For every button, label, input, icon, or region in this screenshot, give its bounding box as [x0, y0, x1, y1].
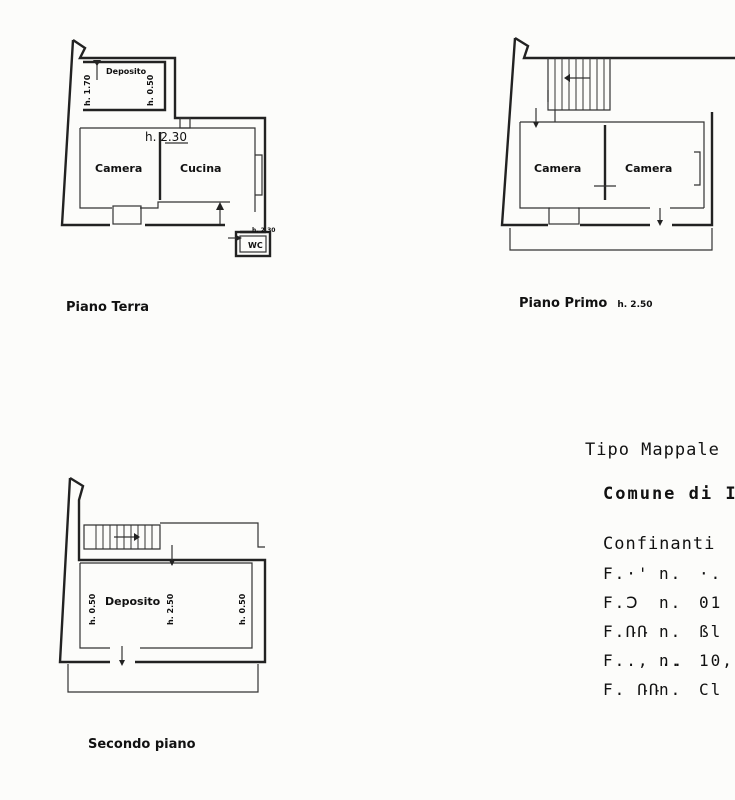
ground-floor-plan: Deposito h. 1.70 h. 0.50 h. 2.30 Camera …: [60, 39, 275, 258]
first-floor-title: Piano Primo h. 2.50: [519, 296, 653, 311]
parcel-n: n.: [659, 564, 683, 583]
parcel-f: F.., ..: [603, 651, 685, 670]
parcel-f: F.·': [603, 564, 650, 583]
parcel-value: ·.: [699, 564, 723, 583]
second-floor-plan: Deposito h. 0.50 h. 2.50 h. 0.50: [58, 476, 267, 693]
ground-cucina-label: Cucina: [180, 162, 221, 175]
ground-main-height: h. 2.30: [145, 130, 187, 144]
first-floor-height: h. 2.50: [617, 300, 653, 310]
parcel-n: n.: [659, 622, 683, 641]
parcel-value: 10,,: [699, 651, 735, 670]
ground-deposito-height-left: h. 1.70: [83, 74, 92, 106]
second-height-right: h. 0.50: [238, 593, 247, 625]
parcel-row: F.ՌՌ n. ßl: [603, 622, 735, 641]
tipo-mappale: Tipo Mappale: [585, 440, 720, 460]
parcel-row: F.., ..n. 10,,: [603, 651, 735, 670]
parcel-row: F. ՌՌn. Cl: [603, 680, 735, 699]
parcel-row: F.·' n. ·.: [603, 564, 735, 583]
ground-wc-height: h. 2.30: [252, 227, 275, 234]
ground-floor-title: Piano Terra: [66, 300, 149, 315]
second-deposito-label: Deposito: [105, 595, 161, 608]
first-floor-title-text: Piano Primo: [519, 296, 608, 311]
parcel-n: n.: [659, 680, 683, 699]
parcel-n: n.: [659, 651, 683, 670]
cadastral-info: Tipo Mappale Comune di I Confinanti F.·'…: [585, 440, 735, 699]
ground-camera-label: Camera: [95, 162, 142, 175]
parcel-n: n.: [659, 593, 683, 612]
parcel-value: 01: [699, 593, 723, 612]
ground-deposito-height-right: h. 0.50: [146, 74, 155, 106]
parcel-value: Cl: [699, 680, 723, 699]
parcel-f: F.ՌՌ: [603, 622, 650, 641]
comune-label: Comune di I: [603, 484, 735, 504]
parcel-f: F.Ↄ: [603, 593, 640, 612]
first-floor-plan: Camera Camera: [500, 36, 735, 251]
parcel-row: F.Ↄ n. 01: [603, 593, 735, 612]
parcel-value: ßl: [699, 622, 723, 641]
first-camera-right-label: Camera: [625, 162, 672, 175]
parcel-f: F. ՌՌ: [603, 680, 662, 699]
second-height-left: h. 0.50: [88, 593, 97, 625]
ground-floor-title-text: Piano Terra: [66, 300, 150, 315]
confinanti-label: Confinanti: [603, 534, 716, 554]
ground-deposito-label: Deposito: [106, 67, 147, 76]
second-height-center: h. 2.50: [166, 593, 175, 625]
second-floor-title-text: Secondo piano: [88, 737, 196, 752]
ground-wc-label: WC: [248, 241, 263, 250]
second-floor-title: Secondo piano: [88, 737, 196, 752]
first-camera-left-label: Camera: [534, 162, 581, 175]
